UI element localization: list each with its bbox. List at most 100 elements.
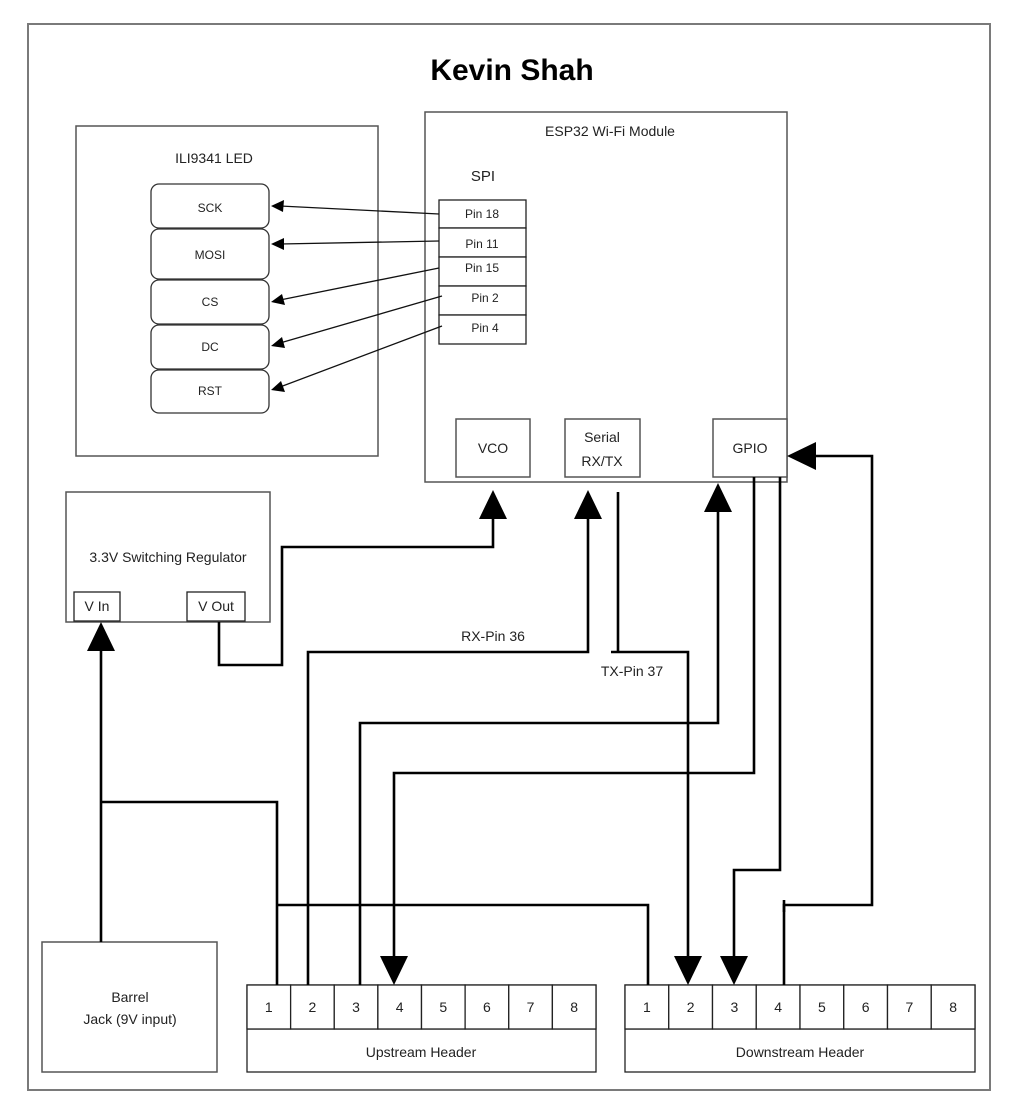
arrowhead-icon	[271, 200, 284, 212]
arrowhead-icon	[704, 483, 732, 512]
vco-label: VCO	[478, 440, 508, 456]
led-pin-label: DC	[201, 340, 219, 354]
spi-pin-label: Pin 4	[471, 321, 499, 335]
led-pin-dc	[150, 324, 270, 370]
serial-wires: RX-Pin 36 TX-Pin 37	[306, 490, 702, 985]
led-pin-sck	[150, 183, 270, 229]
barrel-jack: Barrel Jack (9V input)	[41, 941, 218, 1073]
spi-pin-label: Pin 15	[465, 261, 499, 275]
downstream-pin-cell	[930, 984, 976, 1030]
upstream-pin-label: 6	[483, 999, 491, 1015]
arrowhead-icon	[674, 956, 702, 985]
wire-upstream3-gpio	[358, 510, 720, 985]
wire-gpio-downstream3	[732, 477, 782, 960]
upstream-header-label: Upstream Header	[366, 1044, 477, 1060]
gpio-wires	[358, 442, 874, 985]
esp32-module-label: ESP32 Wi-Fi Module	[545, 123, 675, 139]
arrowhead-icon	[271, 294, 285, 305]
arrowhead-icon	[479, 490, 507, 519]
wire-tx	[611, 650, 690, 960]
barrel-jack-label-line2: Jack (9V input)	[83, 1011, 176, 1027]
wire-pin4-rst	[279, 325, 443, 388]
downstream-pin-label: 8	[949, 999, 957, 1015]
upstream-pin-label: 1	[265, 999, 273, 1015]
wire-jack-upstream1	[101, 800, 279, 985]
gpio-label: GPIO	[732, 440, 767, 456]
downstream-pin-cell	[624, 984, 670, 1030]
wire-pin18-sck	[279, 205, 440, 215]
upstream-pin-label: 2	[309, 999, 317, 1015]
downstream-pin-label: 1	[643, 999, 651, 1015]
downstream-pin-label: 3	[730, 999, 738, 1015]
rx-wire-label: RX-Pin 36	[461, 628, 525, 644]
serial-block	[564, 418, 641, 478]
wire-gpio-upstream4	[392, 477, 756, 960]
upstream-pin-cell	[333, 984, 379, 1030]
arrowhead-icon	[574, 490, 602, 519]
vout-pin	[186, 591, 246, 622]
wire-downstream4-gpio	[782, 454, 874, 985]
spi-connections	[271, 200, 443, 392]
upstream-pin-label: 3	[352, 999, 360, 1015]
downstream-header: 1 2 3 4 5 6 7 8 Downstream Header	[624, 984, 976, 1073]
downstream-pin-cell	[711, 984, 757, 1030]
spi-label: SPI	[471, 168, 495, 185]
led-module-label: ILI9341 LED	[175, 150, 253, 166]
led-module: ILI9341 LED SCK MOSI CS DC RST	[75, 125, 379, 457]
diagram-title: Kevin Shah	[430, 54, 593, 87]
barrel-jack-label-line1: Barrel	[111, 989, 148, 1005]
upstream-pin-label: 7	[527, 999, 535, 1015]
arrowhead-icon	[271, 381, 285, 392]
upstream-pin-cell	[464, 984, 510, 1030]
wire-pin11-mosi	[279, 240, 440, 245]
wire-pin15-cs	[279, 267, 440, 301]
barrel-jack-box	[41, 941, 218, 1073]
upstream-pin-cell	[420, 984, 466, 1030]
downstream-header-label: Downstream Header	[736, 1044, 865, 1060]
gpio-block	[712, 418, 788, 478]
wire-vout-vco	[217, 515, 495, 667]
tx-wire-label: TX-Pin 37	[601, 663, 663, 679]
vin-pin	[73, 591, 121, 622]
led-pin-label: RST	[198, 384, 223, 398]
vin-label: V In	[85, 598, 110, 614]
downstream-pin-label: 4	[774, 999, 782, 1015]
wire-upstream1-downstream1	[277, 903, 650, 985]
downstream-pin-label: 6	[862, 999, 870, 1015]
downstream-pin-label: 2	[687, 999, 695, 1015]
downstream-pin-label: 7	[905, 999, 913, 1015]
led-pin-label: CS	[202, 295, 219, 309]
upstream-pin-cell	[289, 984, 335, 1030]
downstream-pin-label: 5	[818, 999, 826, 1015]
vout-label: V Out	[198, 598, 234, 614]
upstream-header: 1 2 3 4 5 6 7 8 Upstream Header	[246, 984, 597, 1073]
wire-pin2-dc	[279, 295, 443, 344]
led-pin-label: SCK	[198, 201, 223, 215]
upstream-pin-label: 4	[396, 999, 404, 1015]
serial-label-line1: Serial	[584, 429, 620, 445]
upstream-pin-cell	[508, 984, 554, 1030]
vco-block	[455, 418, 531, 478]
wire-rx	[306, 515, 590, 985]
spi-pin-18	[438, 199, 527, 229]
arrowhead-icon	[720, 956, 748, 985]
upstream-pin-label: 5	[439, 999, 447, 1015]
spi-pin-4	[438, 314, 527, 345]
led-pin-mosi	[150, 228, 270, 280]
regulator-label: 3.3V Switching Regulator	[89, 549, 247, 565]
downstream-pin-cell	[843, 984, 889, 1030]
upstream-pin-label: 8	[570, 999, 578, 1015]
spi-pin-label: Pin 18	[465, 207, 499, 221]
arrowhead-icon	[787, 442, 816, 470]
spi-pin-label: Pin 2	[471, 291, 499, 305]
downstream-pin-cell	[799, 984, 845, 1030]
spi-pin-label: Pin 11	[465, 237, 498, 251]
regulator-module: 3.3V Switching Regulator V In V Out	[65, 491, 271, 623]
led-pin-label: MOSI	[195, 248, 226, 262]
esp32-module: ESP32 Wi-Fi Module SPI Pin 18 Pin 11 Pin…	[424, 111, 788, 483]
arrowhead-icon	[271, 337, 285, 348]
downstream-pin-cell	[668, 984, 714, 1030]
arrowhead-icon	[380, 956, 408, 985]
upstream-pin-cell	[551, 984, 597, 1030]
